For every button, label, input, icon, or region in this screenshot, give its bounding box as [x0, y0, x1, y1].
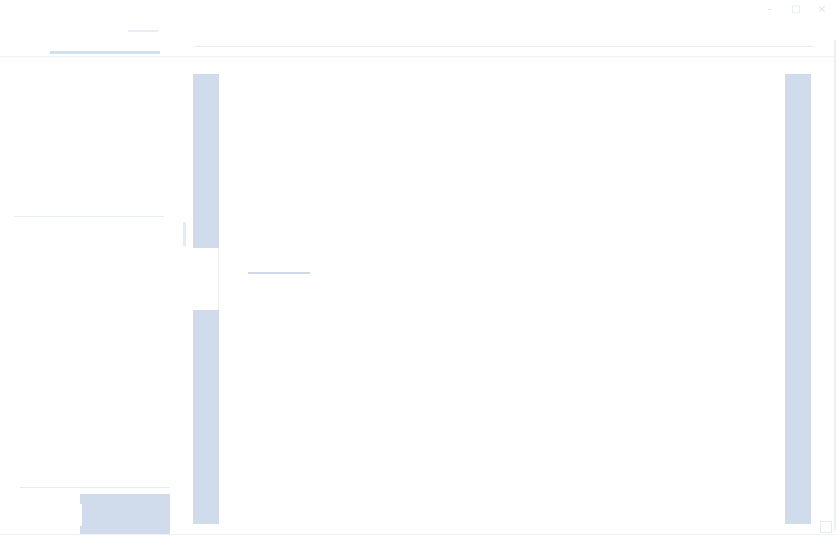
thumbnail-preview[interactable]: [80, 494, 170, 535]
window-right-border: [834, 40, 836, 530]
close-button[interactable]: ×: [817, 4, 827, 15]
left-panel-divider: [14, 216, 164, 217]
resize-grip-icon[interactable]: [820, 521, 832, 533]
toolbar-divider: [128, 30, 158, 32]
toolbar: [0, 30, 836, 57]
document-side-tab[interactable]: [190, 248, 219, 310]
maximize-button[interactable]: □: [791, 4, 801, 15]
document-page[interactable]: [219, 74, 785, 524]
left-panel-bottom-divider: [20, 487, 170, 488]
panel-splitter[interactable]: [183, 222, 186, 246]
minimize-button[interactable]: –: [767, 4, 773, 15]
thumbnail-notch: [64, 504, 82, 526]
document-right-margin: [785, 74, 811, 524]
document-field-underline: [248, 272, 310, 274]
window-controls: – □ ×: [762, 4, 830, 16]
left-panel: [0, 56, 190, 550]
status-bar: [0, 534, 836, 551]
toolbar-divider: [194, 46, 814, 47]
title-bar: [0, 0, 836, 30]
left-panel-header-rule: [50, 51, 160, 54]
